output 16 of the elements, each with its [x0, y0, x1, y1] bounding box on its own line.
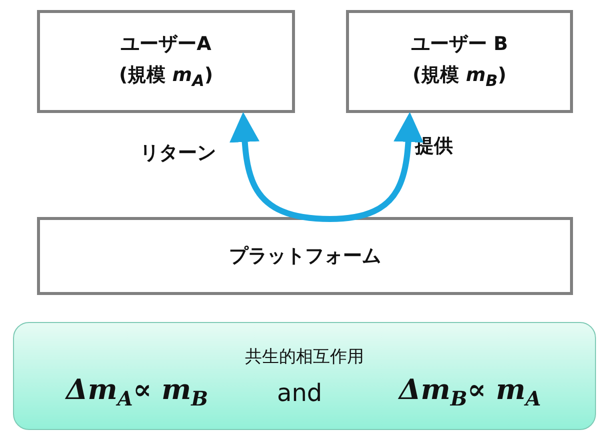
formula-panel — [13, 322, 596, 430]
box-subtitle: (規模 m$_{B}$) — [412, 64, 506, 90]
box-title: プラットフォーム — [229, 244, 381, 268]
platform-box — [37, 217, 573, 295]
box-subtitle: (規模 m$_{A}$) — [118, 64, 214, 90]
curved-arrow — [230, 112, 330, 222]
conjunction-text: and — [277, 379, 322, 407]
panel-heading: 共生的相互作用 — [245, 347, 364, 367]
user-box — [37, 10, 295, 113]
edge-label: リターン — [140, 141, 216, 166]
user-box — [346, 10, 573, 113]
formula: Δm$_{B}$∝ m$_{A}$ — [399, 373, 541, 411]
curved-arrow — [330, 112, 424, 222]
box-title: ユーザー B — [410, 33, 508, 56]
box-title: ユーザーA — [120, 33, 212, 56]
formula: Δm$_{A}$∝ m$_{B}$ — [66, 373, 208, 411]
